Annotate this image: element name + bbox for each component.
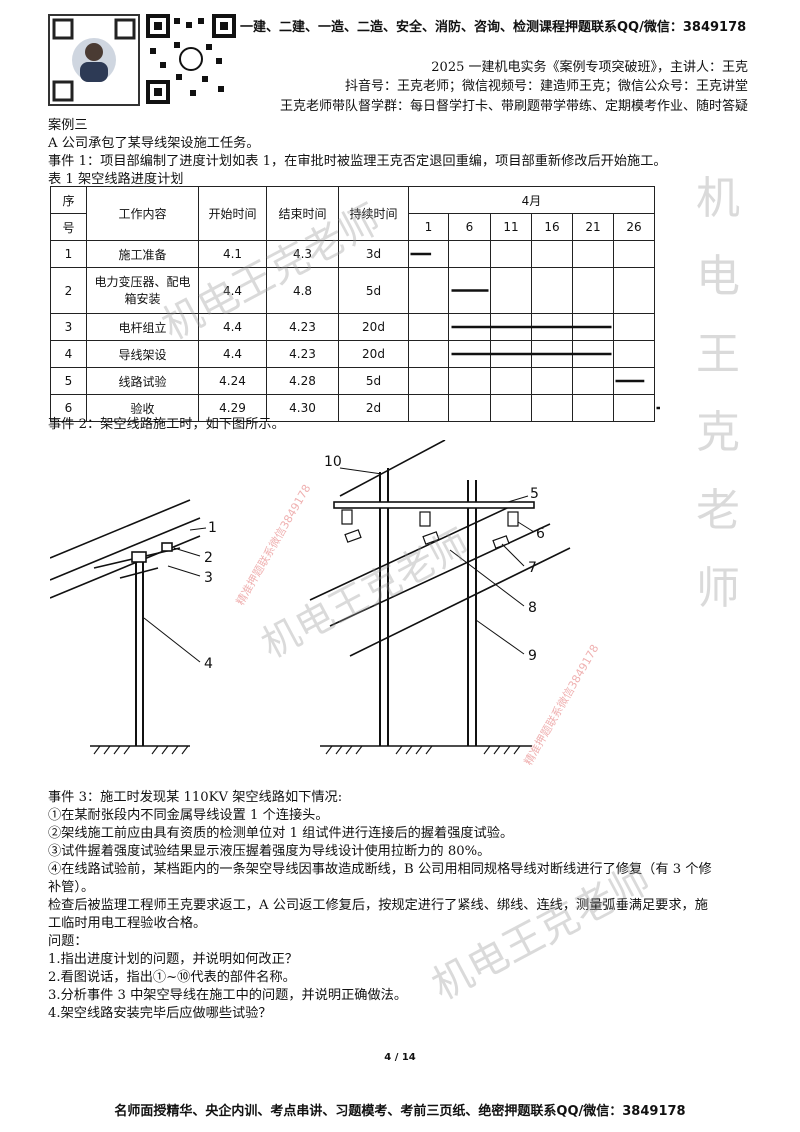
event3-line: 补管）。	[48, 880, 95, 895]
day-header: 21	[572, 213, 614, 241]
questions-title: 问题：	[48, 934, 88, 949]
cell-end: 4.23	[266, 313, 339, 341]
header-seq: 序	[50, 186, 87, 214]
day-header: 6	[448, 213, 491, 241]
header-start: 开始时间	[198, 186, 267, 241]
cell-seq: 4	[50, 340, 87, 368]
cell-start: 4.4	[198, 340, 267, 368]
table-row: 5 线路试验 4.24 4.28 5d	[50, 367, 655, 395]
day-header: 16	[531, 213, 573, 241]
event3-line: ③试件握着强度试验结果显示液压握着强度为导线设计使用拉断力的 80%。	[48, 844, 491, 859]
cell-seq: 2	[50, 267, 87, 314]
cell-duration: 20d	[338, 340, 409, 368]
day-header: 26	[613, 213, 655, 241]
cell-seq: 3	[50, 313, 87, 341]
cell-duration: 2d	[338, 394, 409, 422]
intro-text: A 公司承包了某导线架设施工任务。	[48, 136, 260, 151]
label-3: 3	[204, 570, 213, 586]
cell-seq: 6	[50, 394, 87, 422]
cell-end: 4.30	[266, 394, 339, 422]
cell-end: 4.23	[266, 340, 339, 368]
cell-work: 线路试验	[86, 367, 199, 395]
table-caption: 表 1 架空线路进度计划	[48, 172, 184, 187]
cell-start: 4.24	[198, 367, 267, 395]
header-month: 4月	[408, 186, 655, 214]
event3-line: 检查后被监理工程师王克要求返工，A 公司返工修复后，按规定进行了紧线、绑线、连线…	[48, 898, 708, 913]
cell-work: 施工准备	[86, 240, 199, 268]
day-header: 11	[490, 213, 532, 241]
day-header: 1	[408, 213, 449, 241]
table-row: 4 导线架设 4.4 4.23 20d	[50, 340, 655, 368]
vertical-watermark: 机电王 克老师	[696, 173, 740, 614]
label-5: 5	[530, 486, 539, 502]
cell-start: 4.4	[198, 313, 267, 341]
question-item: 4.架空线路安装完毕后应做哪些试验？	[48, 1006, 272, 1021]
header-course-line: 2025 一建机电实务《案例专项突破班》，主讲人：王克	[431, 60, 748, 75]
overhead-line-figure: 1 2 3 4 10 5 6 7 8 9	[50, 440, 571, 755]
event2-text: 事件 2：架空线路施工时，如下图所示。	[48, 417, 285, 432]
label-1: 1	[208, 520, 217, 536]
page-number: 4 / 14	[384, 1052, 416, 1063]
label-10: 10	[324, 454, 342, 470]
cell-seq: 1	[50, 240, 87, 268]
cell-duration: 5d	[338, 367, 409, 395]
header-social-line: 抖音号：王克老师；微信视频号：建造师王克；微信公众号：王克讲堂	[344, 79, 748, 94]
case-title: 案例三	[48, 118, 88, 133]
cell-duration: 5d	[338, 267, 409, 314]
event3-line: 事件 3：施工时发现某 110KV 架空线路如下情况:	[48, 790, 343, 805]
event3-line: ④在线路试验前，某档距内的一条架空导线因事故造成断线，B 公司用相同规格导线对断…	[48, 862, 712, 877]
cell-duration: 20d	[338, 313, 409, 341]
header-work: 工作内容	[86, 186, 199, 241]
cell-start: 4.1	[198, 240, 267, 268]
cell-start: 4.29	[198, 394, 267, 422]
event3-line: ①在某耐张段内不同金属导线设置 1 个连接头。	[48, 808, 329, 823]
label-4: 4	[204, 656, 213, 672]
event1-text: 事件 1：项目部编制了进度计划如表 1，在审批时被监理王克否定退回重编，项目部重…	[48, 154, 667, 169]
qr-code-douyin	[48, 14, 140, 106]
question-item: 1.指出进度计划的问题，并说明如何改正？	[48, 952, 298, 967]
cell-end: 4.28	[266, 367, 339, 395]
label-9: 9	[528, 648, 537, 664]
left-pole-diagram	[50, 499, 207, 755]
header-seq-b: 号	[50, 213, 87, 241]
table-row: 3 电杆组立 4.4 4.23 20d	[50, 313, 655, 341]
cell-seq: 5	[50, 367, 87, 395]
table-row: 6 验收 4.29 4.30 2d	[50, 394, 655, 422]
header-group-line: 王克老师带队督学群：每日督学打卡、带刷题带学带练、定期模考作业、随时答疑	[279, 99, 748, 114]
label-2: 2	[204, 550, 213, 566]
right-pole-diagram	[309, 440, 571, 755]
label-6: 6	[536, 526, 545, 542]
qr-code-wechat	[146, 14, 236, 104]
question-item: 2.看图说话，指出①~⑩代表的部件名称。	[48, 970, 296, 985]
label-7: 7	[528, 560, 537, 576]
question-item: 3.分析事件 3 中架空导线在施工中的问题，并说明正确做法。	[48, 988, 408, 1003]
event3-line: 工临时用电工程验收合格。	[48, 916, 207, 931]
table-row: 2 电力变压器、配电箱安装 4.4 4.8 5d	[50, 267, 655, 314]
top-banner: 一建、二建、一造、二造、安全、消防、咨询、检测课程押题联系QQ/微信：38491…	[240, 20, 747, 35]
event3-line: ②架线施工前应由具有资质的检测单位对 1 组试件进行连接后的握着强度试验。	[48, 826, 514, 841]
schedule-table: 序 工作内容 开始时间 结束时间 持续时间 4月 号 1 6 11 16 21 …	[50, 186, 655, 422]
label-8: 8	[528, 600, 537, 616]
footer-banner: 名师面授精华、央企内训、考点串讲、习题模考、考前三页纸、绝密押题联系QQ/微信：…	[114, 1104, 686, 1119]
